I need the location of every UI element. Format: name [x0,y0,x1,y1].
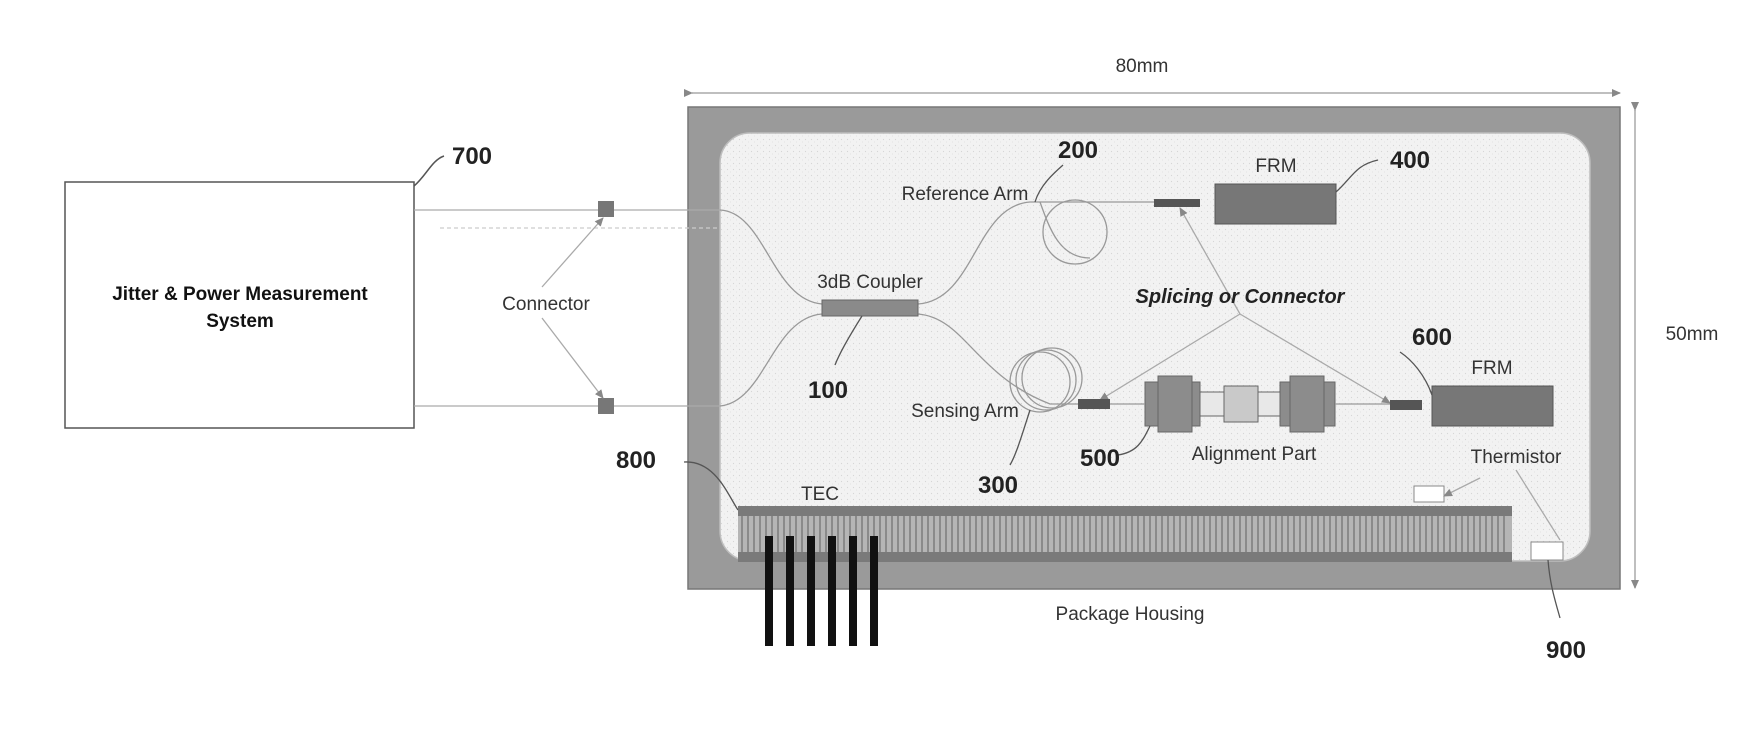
system-label-line1: Jitter & Power Measurement [112,284,368,305]
frm-right-label: FRM [1471,358,1512,379]
ref-800: 800 [616,447,656,474]
connector-bottom [598,398,614,414]
ref-700: 700 [452,143,492,170]
tec-lead-wire [786,536,794,646]
ref-200: 200 [1058,137,1098,164]
tec-lead-wire [765,536,773,646]
frm-top-label: FRM [1255,156,1296,177]
ref-600: 600 [1412,324,1452,351]
width-dimension: 80mm [692,56,1620,93]
connector-label: Connector [502,294,590,315]
measurement-system-box: Jitter & Power Measurement System [65,182,414,428]
frm-right [1432,386,1553,426]
system-label-line2: System [206,311,274,332]
width-label: 80mm [1116,56,1169,77]
splice-right [1390,400,1422,410]
height-dimension: 50mm [1635,110,1718,588]
tec-lead-wire [807,536,815,646]
splice-top [1154,199,1200,207]
ref-100: 100 [808,377,848,404]
ref-900: 900 [1546,637,1586,664]
splicing-label: Splicing or Connector [1136,286,1346,308]
thermistor-label: Thermistor [1471,447,1562,468]
coupler-label: 3dB Coupler [817,272,923,293]
alignment-label: Alignment Part [1192,444,1317,465]
height-label: 50mm [1666,324,1719,345]
frm-top [1215,184,1336,224]
tec-lead-wire [828,536,836,646]
ref-300: 300 [978,472,1018,499]
connector-top [598,201,614,217]
thermistor-top [1414,486,1444,502]
ref-400: 400 [1390,147,1430,174]
leader-700 [414,156,444,186]
coupler [822,300,918,316]
reference-arm-label: Reference Arm [902,184,1029,205]
sensing-arm-label: Sensing Arm [911,401,1019,422]
thermistor-bottom [1531,542,1563,560]
package-housing-label: Package Housing [1056,604,1205,625]
tec-lead-wire [849,536,857,646]
connector-arrow-top [542,218,603,287]
tec-lead-wire [870,536,878,646]
ref-500: 500 [1080,445,1120,472]
tec-label: TEC [801,484,839,505]
connector-arrow-bottom [542,318,603,398]
